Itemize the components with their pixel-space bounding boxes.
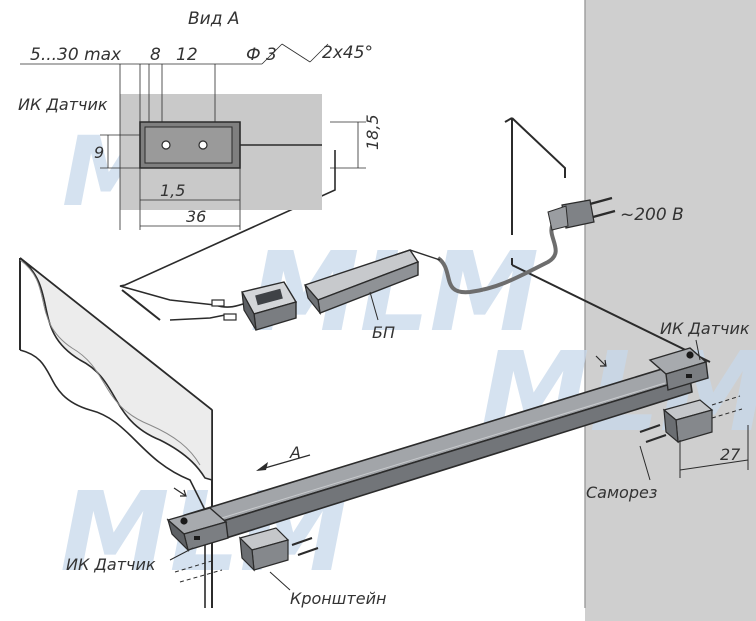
- ir-sensor-right-icon: [648, 347, 709, 391]
- sensor-right-label: ИК Датчик: [660, 319, 750, 338]
- dimension-9-label: 9: [94, 143, 104, 162]
- dimension-27: [679, 425, 749, 478]
- screw-label: Саморез: [586, 483, 657, 502]
- dimension-18-5-label: 18,5: [363, 114, 382, 150]
- sensor-left-label: ИК Датчик: [66, 555, 156, 574]
- led-profile: [183, 364, 693, 547]
- dimension-diameter-label: Ф 3: [246, 45, 277, 65]
- view-arrow: [256, 454, 311, 471]
- view-arrow-label: А: [289, 443, 301, 462]
- dimension-range-label: 5...30 max: [30, 45, 122, 65]
- watermark-middle: MLM: [250, 228, 539, 356]
- detail-view-a: [20, 43, 366, 230]
- detail-sensor-label: ИК Датчик: [18, 95, 108, 114]
- ir-sensor-icon: [166, 507, 229, 552]
- dimension-8-label: 8: [150, 45, 161, 65]
- dimension-36-label: 36: [186, 207, 206, 226]
- sensor-direction-arrows: [173, 355, 607, 497]
- connector-icons: [211, 299, 237, 321]
- left-side-panel: [19, 257, 213, 608]
- power-supply-icon: [303, 249, 441, 316]
- dimension-27-label: 27: [720, 445, 741, 464]
- leader-lines: [169, 291, 701, 591]
- install-guides: [174, 395, 743, 583]
- mounting-bracket-right-icon: [662, 399, 714, 444]
- dimension-chamfer-label: 2x45°: [322, 43, 373, 63]
- mounting-bracket-icon: [238, 527, 290, 572]
- detail-title: Вид А: [188, 9, 240, 29]
- power-supply-label: БП: [372, 323, 395, 342]
- dimension-1-5-label: 1,5: [160, 181, 185, 200]
- bracket-label: Кронштейн: [290, 589, 386, 608]
- dimension-12-label: 12: [176, 45, 198, 65]
- voltage-label: ~200 В: [620, 205, 684, 225]
- power-plug-icon: [547, 196, 616, 231]
- wall: [585, 0, 756, 621]
- sensor-junction-icon: [240, 281, 298, 331]
- screw-icon: [291, 424, 667, 556]
